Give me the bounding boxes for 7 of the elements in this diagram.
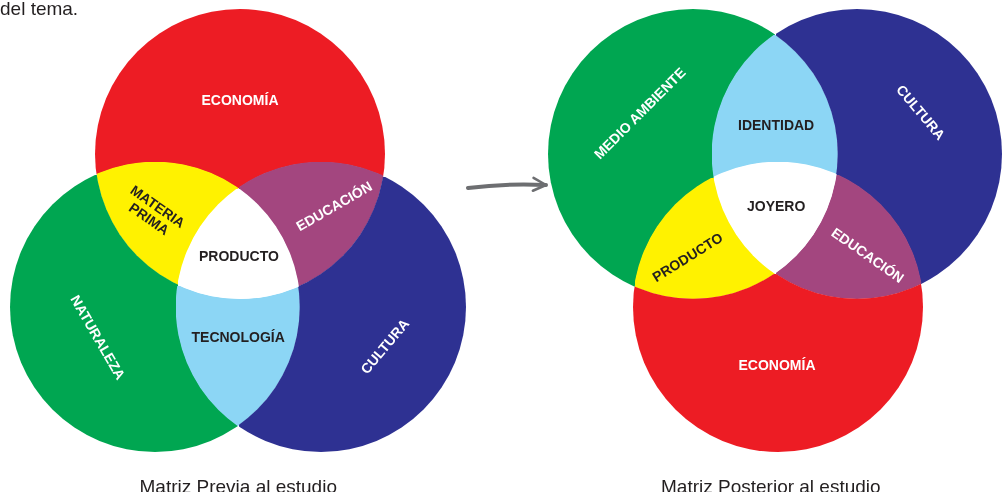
region-label: ECONOMÍA (201, 92, 279, 108)
region-label: IDENTIDAD (738, 117, 815, 133)
region-label: JOYERO (747, 198, 806, 214)
region-label: PRODUCTO (199, 248, 279, 264)
region-label: TECNOLOGÍA (191, 329, 285, 345)
region-label: ECONOMÍA (738, 357, 816, 373)
text-fragment: del tema. (0, 0, 79, 20)
